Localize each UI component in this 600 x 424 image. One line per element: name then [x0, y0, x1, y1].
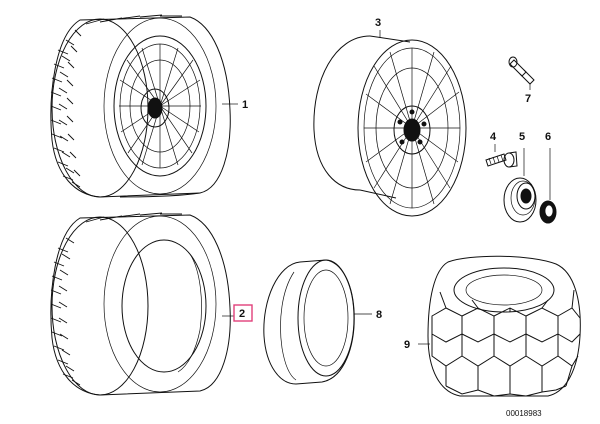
snow-chain[interactable]: [427, 255, 581, 397]
chain-hexagon-pattern: [431, 289, 581, 397]
callout-2-highlight-box: [233, 304, 253, 322]
rim-band[interactable]: [263, 259, 355, 385]
complete-wheel-assembly[interactable]: [50, 14, 231, 198]
callout-1[interactable]: 1: [242, 99, 248, 111]
wheel-bolt[interactable]: [485, 151, 518, 168]
callout-2[interactable]: 2: [239, 308, 245, 320]
hub-cap[interactable]: [503, 177, 537, 223]
rim-lattice-spokes: [119, 44, 201, 168]
tyre[interactable]: [50, 212, 231, 396]
callout-7[interactable]: 7: [525, 93, 531, 105]
tyre-tread-pattern: [50, 14, 201, 198]
tyre-valve[interactable]: [508, 56, 535, 85]
tyre-tread-pattern-2: [50, 212, 182, 386]
callout-8[interactable]: 8: [376, 309, 382, 321]
callout-9[interactable]: 9: [404, 339, 410, 351]
callout-6[interactable]: 6: [545, 131, 551, 143]
callout-5[interactable]: 5: [519, 131, 525, 143]
diagram-reference-code: 00018983: [506, 409, 542, 418]
callout-3[interactable]: 3: [375, 17, 381, 29]
callout-4[interactable]: 4: [490, 131, 497, 143]
light-alloy-rim[interactable]: [313, 35, 467, 217]
emblem[interactable]: [539, 200, 557, 224]
rim-spokes: [364, 48, 460, 208]
